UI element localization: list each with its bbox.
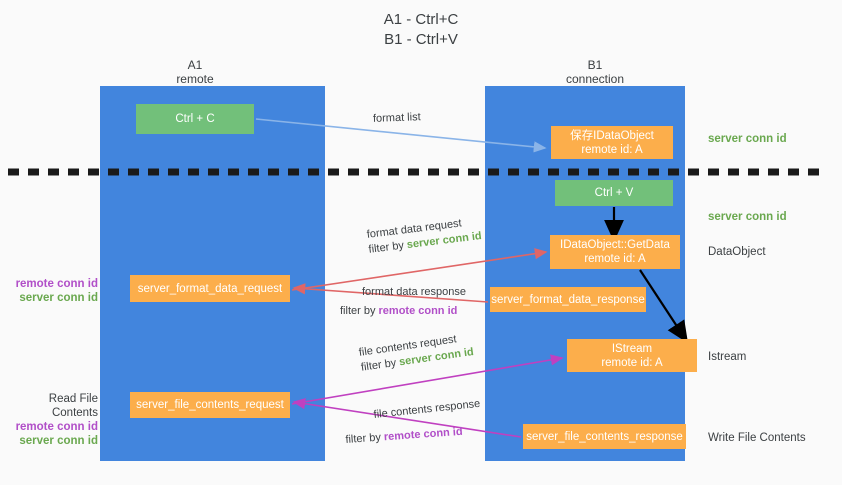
column-header-a1: A1 remote (130, 58, 260, 86)
box-ctrl-v[interactable]: Ctrl + V (555, 180, 673, 206)
flow-label-format-data-response-filter: filter by remote conn id (340, 304, 457, 319)
left-low-remote-conn-id: remote conn id (15, 421, 98, 433)
column-a1-name: A1 (187, 58, 203, 72)
box-server-format-data-response[interactable]: server_format_data_response (490, 287, 646, 312)
box-server-file-contents-response-label: server_file_contents_response (526, 430, 683, 443)
label-dataobject: DataObject (708, 246, 766, 258)
flow-fdresp-filter-value: remote conn id (378, 305, 458, 317)
flow-label-file-contents-response-filter: filter by remote conn id (345, 425, 463, 448)
left-low-server-conn-id: server conn id (19, 435, 98, 447)
flow-label-format-list: format list (373, 110, 421, 127)
label-server-conn-id-mid: server conn id (708, 211, 787, 223)
box-save-idataobject-line1: 保存IDataObject (570, 129, 654, 142)
title-line-2: B1 - Ctrl+V (384, 31, 458, 48)
box-server-format-data-response-label: server_format_data_response (491, 293, 645, 306)
box-istream-line2: remote id: A (601, 356, 663, 369)
flow-fdresp-text: format data response (362, 286, 466, 298)
flow-label-format-list-text: format list (372, 111, 421, 125)
flow-label-file-contents-response: file contents response (373, 397, 481, 423)
left-mid-server-conn-id: server conn id (19, 292, 98, 304)
column-b1-name: B1 (587, 58, 603, 72)
box-ctrl-c[interactable]: Ctrl + C (136, 104, 254, 134)
column-a1-sub: remote (176, 72, 214, 86)
box-ctrl-c-label: Ctrl + C (175, 113, 215, 125)
label-server-conn-id-top: server conn id (708, 133, 787, 145)
column-b1-sub: connection (565, 72, 625, 86)
box-save-idataobject-line2: remote id: A (581, 143, 643, 156)
flow-label-format-data-response: format data response (362, 285, 466, 300)
flow-fdreq-filter-prefix: filter by (367, 239, 408, 256)
box-istream[interactable]: IStream remote id: A (567, 339, 697, 372)
left-annotation-middle: remote conn id server conn id (2, 277, 98, 305)
box-server-file-contents-request[interactable]: server_file_contents_request (130, 392, 290, 418)
left-mid-remote-conn-id: remote conn id (15, 278, 98, 290)
label-istream: Istream (708, 351, 747, 363)
flow-fcresp-text: file contents response (373, 397, 481, 421)
flow-label-format-data-request: format data request filter by server con… (366, 214, 483, 258)
flow-fdresp-filter-prefix: filter by (340, 305, 379, 317)
flow-label-file-contents-request: file contents request filter by server c… (358, 330, 475, 376)
box-server-format-data-request-label: server_format_data_request (137, 282, 283, 295)
box-server-file-contents-request-label: server_file_contents_request (136, 399, 284, 411)
left-low-heading: Read File Contents (48, 393, 98, 419)
box-idataobject-getdata[interactable]: IDataObject::GetData remote id: A (550, 235, 680, 269)
label-write-file-contents: Write File Contents (708, 432, 806, 444)
left-annotation-lower: Read File Contents remote conn id server… (2, 392, 98, 448)
flow-fcreq-filter-prefix: filter by (360, 356, 401, 374)
page-title: A1 - Ctrl+C B1 - Ctrl+V (0, 10, 842, 50)
column-header-b1: B1 connection (530, 58, 660, 86)
flow-fcresp-filter-value: remote conn id (383, 425, 463, 444)
box-server-format-data-request[interactable]: server_format_data_request (130, 275, 290, 302)
box-getdata-line1: IDataObject::GetData (560, 239, 670, 251)
box-ctrl-v-label: Ctrl + V (594, 187, 634, 199)
box-server-file-contents-response[interactable]: server_file_contents_response (523, 424, 686, 449)
box-getdata-line2: remote id: A (584, 253, 646, 265)
flow-fcresp-filter-prefix: filter by (345, 431, 385, 446)
box-save-idataobject[interactable]: 保存IDataObject remote id: A (551, 126, 673, 159)
box-istream-line1: IStream (611, 342, 653, 355)
title-line-1: A1 - Ctrl+C (383, 11, 459, 28)
